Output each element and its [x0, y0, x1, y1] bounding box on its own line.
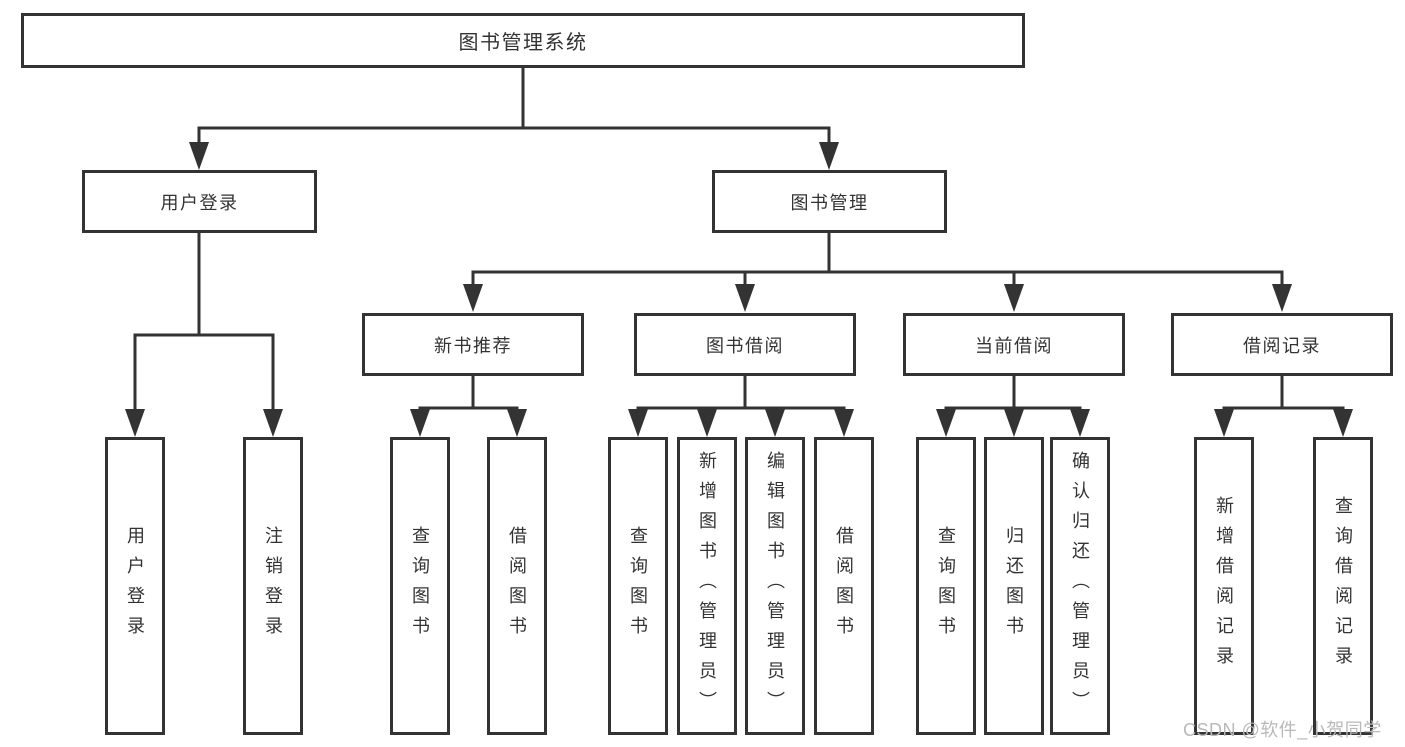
leaf-borrow-books-borrowing: 借阅图书 — [814, 437, 874, 735]
node-borrowing-records: 借阅记录 — [1171, 313, 1393, 376]
watermark: CSDN @软件_小贺同学 — [1183, 720, 1382, 740]
node-library-system: 图书管理系统 — [21, 13, 1025, 68]
node-current-borrowing: 当前借阅 — [903, 313, 1125, 376]
leaf-add-book-admin: 新增图书（管理员） — [677, 437, 737, 735]
leaf-user-login: 用户登录 — [105, 437, 165, 735]
leaf-query-books-borrowing: 查询图书 — [608, 437, 668, 735]
node-new-book-recommendation: 新书推荐 — [362, 313, 584, 376]
leaf-edit-book-admin: 编辑图书（管理员） — [745, 437, 805, 735]
leaf-add-borrow-record: 新增借阅记录 — [1194, 437, 1254, 735]
leaf-query-borrow-record: 查询借阅记录 — [1313, 437, 1373, 735]
leaf-return-books: 归还图书 — [984, 437, 1044, 735]
node-book-borrowing: 图书借阅 — [634, 313, 856, 376]
leaf-query-books-recommend: 查询图书 — [390, 437, 450, 735]
leaf-borrow-books-recommend: 借阅图书 — [487, 437, 547, 735]
leaf-logout: 注销登录 — [243, 437, 303, 735]
node-book-management: 图书管理 — [712, 170, 947, 233]
node-user-login: 用户登录 — [82, 170, 317, 233]
leaf-query-books-current: 查询图书 — [916, 437, 976, 735]
leaf-confirm-return-admin: 确认归还（管理员） — [1050, 437, 1110, 735]
